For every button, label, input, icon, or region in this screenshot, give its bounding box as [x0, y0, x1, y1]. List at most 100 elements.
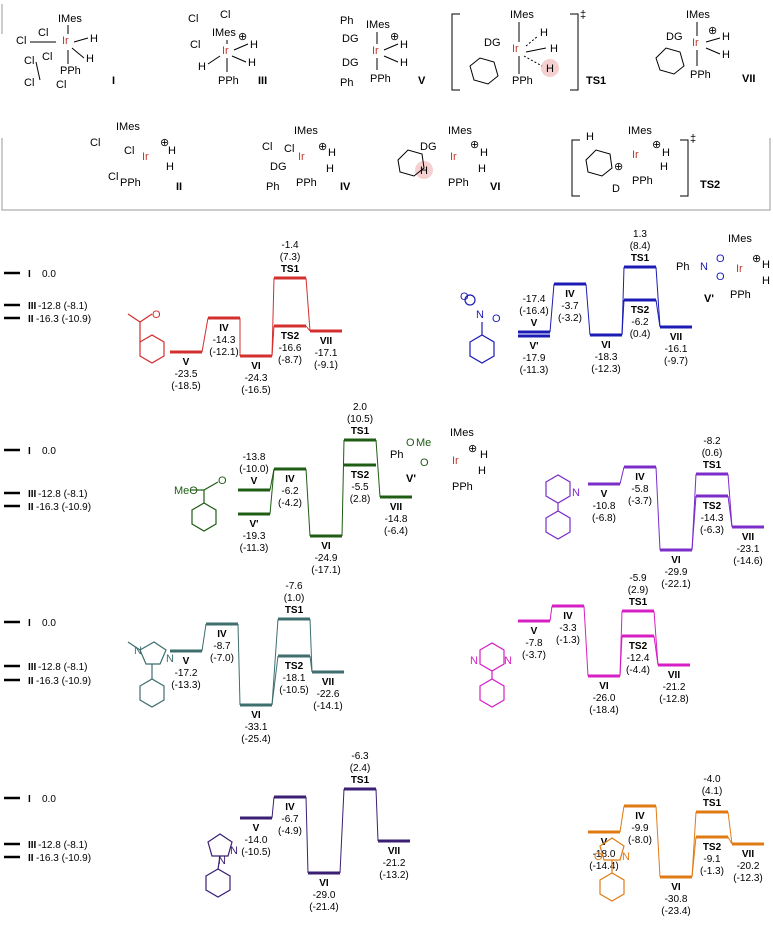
level-energy: -8.2 — [703, 436, 721, 447]
level-energy-paren: (-22.1) — [661, 579, 690, 590]
level-name: VII — [320, 336, 332, 347]
ref-level-value: 0.0 — [42, 794, 56, 805]
level-energy: -13.8 — [243, 452, 266, 463]
svg-text:VII: VII — [742, 73, 755, 85]
svg-text:H: H — [168, 145, 176, 157]
level-name: V — [251, 476, 258, 487]
svg-text:H: H — [400, 57, 408, 69]
substrate-methyl-benzoate: MeO O — [174, 475, 227, 532]
level-energy-paren: (-3.7) — [628, 496, 652, 507]
level-name: IV — [563, 611, 573, 622]
level-energy-paren: (-6.3) — [700, 525, 724, 536]
svg-text:DG: DG — [342, 57, 359, 69]
level-energy-paren: (2.9) — [628, 585, 649, 596]
level-energy-paren: (-23.4) — [661, 906, 690, 917]
ref-level-value: -16.3 (-10.9) — [36, 502, 91, 513]
svg-text:H: H — [326, 163, 334, 175]
svg-text:N: N — [622, 851, 630, 863]
connector — [727, 836, 733, 845]
svg-text:V': V' — [704, 293, 714, 305]
level-energy-paren: (-6.4) — [384, 526, 408, 537]
svg-text:N: N — [134, 645, 142, 657]
level-energy-paren: (-10.5) — [279, 685, 308, 696]
svg-text:IMes: IMes — [728, 233, 752, 245]
svg-text:H: H — [90, 33, 98, 45]
svg-text:N: N — [476, 309, 484, 321]
level-energy: -8.7 — [213, 641, 231, 652]
svg-text:PPh: PPh — [632, 175, 653, 187]
svg-text:H: H — [478, 465, 486, 477]
level-name: V — [531, 318, 538, 329]
panel-ester: V(-10.0)-13.8V'-19.3(-11.3)IV-6.2(-4.2)V… — [238, 402, 412, 576]
svg-text:H: H — [550, 43, 558, 55]
connector — [655, 466, 661, 551]
svg-text:Ph: Ph — [340, 77, 353, 89]
connector — [691, 836, 697, 878]
svg-text:Cl: Cl — [56, 79, 66, 91]
level-energy: -26.0 — [593, 693, 616, 704]
connector — [271, 325, 275, 357]
structure-TS2: ‡ H IMes Ir ⊕ H H ⊕ D PPh TS2 — [571, 125, 720, 197]
level-energy: -7.6 — [285, 581, 303, 592]
svg-text:D: D — [612, 183, 620, 195]
svg-text:⊕: ⊕ — [614, 161, 623, 173]
svg-text:O: O — [594, 851, 603, 863]
level-name: IV — [635, 472, 645, 483]
svg-text:⊕: ⊕ — [468, 443, 477, 455]
level-name: TS1 — [351, 426, 370, 437]
level-energy: -21.2 — [663, 682, 686, 693]
panel-pyrimidine: V-7.8(-3.7)IV-3.3(-1.3)VI-26.0(-18.4)TS1… — [518, 573, 690, 716]
svg-text:PPh: PPh — [296, 177, 317, 189]
level-name: TS1 — [281, 264, 300, 275]
level-energy: 1.3 — [633, 229, 647, 240]
level-energy-paren: (-17.1) — [311, 565, 340, 576]
level-name: V — [601, 837, 608, 848]
connector — [305, 468, 311, 537]
level-energy: 2.0 — [353, 402, 367, 413]
level-energy-paren: (-18.5) — [171, 381, 200, 392]
level-energy: -21.2 — [383, 858, 406, 869]
level-energy-paren: (-3.2) — [558, 313, 582, 324]
svg-text:Cl: Cl — [24, 77, 34, 89]
svg-text:IMes: IMes — [116, 121, 140, 133]
svg-text:IMes: IMes — [448, 125, 472, 137]
connector — [619, 466, 625, 485]
svg-text:PPh: PPh — [60, 65, 81, 77]
svg-text:H: H — [198, 61, 206, 73]
ref-level-value: -12.8 (-8.1) — [38, 301, 87, 312]
svg-text:⊕: ⊕ — [708, 25, 717, 37]
svg-text:PPh: PPh — [452, 481, 473, 493]
svg-text:Ph: Ph — [676, 261, 689, 273]
level-name: VII — [388, 846, 400, 857]
svg-text:⊕: ⊕ — [238, 31, 247, 43]
panel-imidazole: V-17.2(-13.3)IV-8.7(-7.0)VI-33.1(-25.4)T… — [170, 581, 344, 745]
level-name: TS1 — [631, 253, 650, 264]
connector — [375, 439, 381, 498]
svg-text:H: H — [86, 53, 94, 65]
level-name: V — [183, 656, 190, 667]
connector — [305, 796, 309, 874]
svg-text:Cl: Cl — [90, 137, 100, 149]
connector — [655, 805, 661, 878]
svg-text:Cl: Cl — [42, 51, 52, 63]
svg-text:O: O — [716, 271, 725, 283]
connector — [201, 317, 209, 353]
svg-text:‡: ‡ — [580, 9, 586, 21]
ref-level-label: II — [28, 853, 34, 864]
svg-text:Cl: Cl — [284, 143, 294, 155]
connector — [727, 811, 733, 845]
panel-oxazoline: V-18.0(-14.4)IV-9.9(-8.0)VI-30.8(-23.4)T… — [588, 774, 764, 917]
svg-text:V: V — [418, 75, 426, 87]
ref-level-value: 0.0 — [42, 446, 56, 457]
level-energy: -18.1 — [283, 673, 306, 684]
level-energy: -4.0 — [703, 774, 721, 785]
svg-text:DG: DG — [420, 141, 437, 153]
level-energy: -29.9 — [665, 567, 688, 578]
svg-text:H: H — [722, 31, 730, 43]
substrate-phenylpyrazole: N N — [205, 833, 238, 898]
substrate-acetophenone: O — [127, 309, 165, 364]
level-name: VI — [671, 882, 681, 893]
connector — [339, 788, 345, 874]
level-name: TS2 — [703, 501, 722, 512]
level-name: V — [253, 823, 260, 834]
